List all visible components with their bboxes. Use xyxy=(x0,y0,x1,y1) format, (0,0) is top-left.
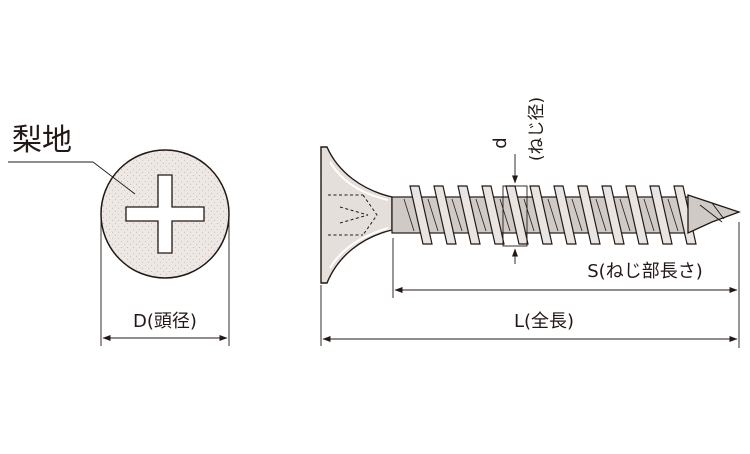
thread-root-line xyxy=(643,198,655,232)
thread-root-line xyxy=(595,198,607,232)
thread-flight xyxy=(625,185,649,245)
thread-diameter-label: (ねじ径) xyxy=(527,97,547,161)
head-diameter-label: D(頭径) xyxy=(133,311,197,332)
screw-head xyxy=(320,146,393,284)
thread-flight xyxy=(457,185,481,245)
finish-leader xyxy=(8,161,136,195)
thread-diameter-symbol: d xyxy=(490,137,511,148)
thread-root-line xyxy=(451,198,463,232)
thread-flight xyxy=(649,185,673,245)
thread-root-line xyxy=(667,198,679,232)
thread-root-line xyxy=(499,198,511,232)
thread-length-dimension xyxy=(392,222,740,348)
finish-label: 梨地 xyxy=(12,123,72,158)
screw-side-view xyxy=(320,146,741,284)
thread-flight xyxy=(409,185,433,245)
thread-flight xyxy=(553,185,577,245)
thread-flight xyxy=(529,185,553,245)
total-length-dimension xyxy=(320,285,738,346)
thread-flight xyxy=(601,185,625,245)
thread-length-label: S(ねじ部長さ) xyxy=(587,261,702,282)
head-diameter-dimension xyxy=(100,216,230,346)
screw-threads xyxy=(403,185,697,245)
screw-tip xyxy=(687,194,741,235)
thread-flight xyxy=(481,185,505,245)
thread-root-line xyxy=(571,198,583,232)
thread-diameter-dimension xyxy=(502,154,528,264)
thread-root-line xyxy=(619,198,631,232)
total-length-label: L(全長) xyxy=(514,311,574,332)
thread-root-line xyxy=(427,198,439,232)
head-top-view xyxy=(100,149,230,279)
thread-root-line xyxy=(523,198,535,232)
thread-root-line xyxy=(475,198,487,232)
thread-flight xyxy=(433,185,457,245)
phillips-recess xyxy=(125,174,205,254)
thread-diameter-box xyxy=(502,185,528,247)
thread-root-line xyxy=(547,198,559,232)
thread-root-line xyxy=(403,198,415,232)
hidden-recess-lines xyxy=(328,194,378,236)
thread-flight xyxy=(577,185,601,245)
